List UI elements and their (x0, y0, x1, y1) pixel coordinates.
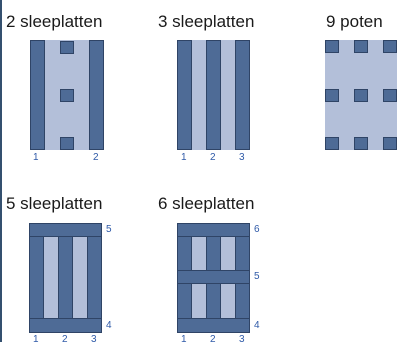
runner-label-1: 1 (33, 152, 39, 163)
runner-5-middle (177, 270, 250, 284)
runner-1 (30, 40, 45, 150)
runner-label-3: 3 (239, 152, 245, 163)
block-top (60, 41, 74, 54)
runner-label-1: 1 (181, 334, 187, 345)
leg (383, 89, 397, 102)
runner-3 (87, 223, 102, 333)
runner-2 (89, 40, 104, 150)
panel-title: 6 sleeplatten (158, 194, 255, 213)
runner-4-bottom (177, 318, 250, 333)
runner-3 (235, 40, 250, 150)
runner-1 (177, 40, 192, 150)
leg (325, 89, 339, 102)
runner-6-top (177, 223, 250, 237)
runner-1 (29, 223, 44, 333)
leg (325, 40, 339, 53)
runner-label-4: 4 (106, 320, 112, 331)
left-frame-line (0, 0, 2, 342)
leg (354, 40, 368, 53)
leg (354, 137, 368, 150)
runner-label-1: 1 (33, 334, 39, 345)
panel-title: 3 sleeplatten (158, 12, 255, 31)
runner-label-3: 3 (91, 334, 97, 345)
runner-label-1: 1 (181, 152, 187, 163)
panel-title: 5 sleeplatten (6, 194, 103, 213)
runner-2 (206, 40, 221, 150)
runner-label-2: 2 (93, 152, 99, 163)
runner-5-top (29, 223, 102, 237)
runner-label-5: 5 (106, 224, 112, 235)
leg (354, 89, 368, 102)
leg (383, 137, 397, 150)
leg (325, 137, 339, 150)
runner-label-5: 5 (254, 271, 260, 282)
panel-title: 9 poten (326, 12, 383, 31)
runner-label-2: 2 (62, 334, 68, 345)
block-middle (60, 89, 74, 102)
runner-label-4: 4 (254, 320, 260, 331)
runner-4-bottom (29, 318, 102, 333)
leg (383, 40, 397, 53)
runner-label-2: 2 (210, 152, 216, 163)
block-bottom (60, 137, 74, 150)
runner-label-3: 3 (239, 334, 245, 345)
runner-2 (58, 223, 73, 333)
runner-label-2: 2 (210, 334, 216, 345)
runner-label-6: 6 (254, 224, 260, 235)
panel-title: 2 sleeplatten (6, 12, 103, 31)
